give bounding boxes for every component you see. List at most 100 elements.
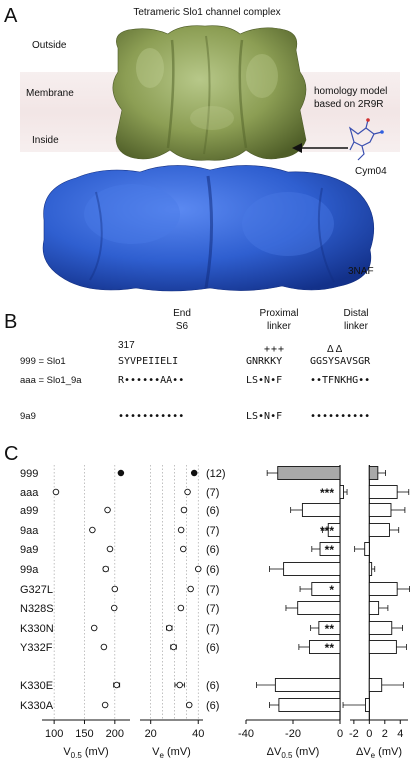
x-tick-label: 0 bbox=[337, 728, 343, 740]
panel-a-letter: A bbox=[4, 5, 18, 27]
x-tick-label: 100 bbox=[45, 728, 63, 740]
data-point bbox=[89, 526, 96, 534]
row-label-9a9: 9a9 bbox=[20, 411, 36, 422]
sample-count: (7) bbox=[206, 525, 219, 537]
seq-aaa-s6: R••••••AA•• bbox=[118, 375, 184, 386]
data-point bbox=[190, 469, 198, 477]
x-tick-label: 40 bbox=[192, 728, 204, 740]
seq-aaa-distal: ••TFNKHG•• bbox=[310, 375, 370, 386]
bar bbox=[368, 621, 393, 635]
data-point bbox=[187, 585, 194, 593]
row-label-k330a: K330A bbox=[20, 700, 54, 712]
row-label-k330e: K330E bbox=[20, 680, 53, 692]
data-point bbox=[180, 506, 188, 514]
x-tick-label: 200 bbox=[106, 728, 124, 740]
sample-count: (7) bbox=[206, 603, 219, 615]
bar bbox=[278, 698, 341, 712]
label-outside: Outside bbox=[32, 40, 67, 51]
data-point bbox=[111, 585, 119, 593]
data-point bbox=[194, 565, 202, 573]
sample-count: (6) bbox=[206, 564, 219, 576]
seq-999-proximal: GNRKKY bbox=[246, 356, 282, 367]
row-label-9a9: 9a9 bbox=[20, 544, 38, 556]
label-homology-line2: based on 2R9R bbox=[314, 99, 384, 110]
header-distal-line2: linker bbox=[344, 321, 369, 332]
data-point bbox=[113, 681, 120, 689]
sample-count: (6) bbox=[206, 505, 219, 517]
x-tick-label: 4 bbox=[397, 728, 403, 740]
row-label-g327l: G327L bbox=[20, 584, 53, 596]
data-point bbox=[102, 565, 109, 573]
residue-number: 317 bbox=[118, 340, 135, 351]
row-label-y332f: Y332F bbox=[20, 642, 53, 654]
gating-ring-surface bbox=[42, 165, 375, 292]
seq-999-s6: SYVPEIIELI bbox=[118, 356, 178, 367]
bar bbox=[339, 485, 344, 499]
data-point bbox=[101, 701, 109, 709]
label-homology-line1: homology model bbox=[314, 86, 387, 97]
bar bbox=[301, 503, 341, 517]
data-point bbox=[117, 469, 125, 477]
sample-count: (7) bbox=[206, 584, 219, 596]
bar bbox=[274, 678, 341, 692]
x-tick-label: 150 bbox=[75, 728, 93, 740]
sample-count: (6) bbox=[206, 544, 219, 556]
x-tick-label: -20 bbox=[285, 728, 301, 740]
bar bbox=[368, 582, 398, 596]
x-tick-label: 20 bbox=[145, 728, 157, 740]
label-cym04: Cym04 bbox=[355, 166, 387, 177]
row-label-aaa: aaa bbox=[20, 487, 39, 499]
row-label-n328s: N328S bbox=[20, 603, 54, 615]
significance-mark: *** bbox=[320, 486, 334, 500]
seq-999-distal: GGSYSAVSGR bbox=[310, 356, 371, 367]
seq-aaa-proximal: LS•N•F bbox=[246, 375, 282, 386]
row-label-999: 999 bbox=[20, 468, 38, 480]
data-point bbox=[185, 701, 193, 709]
x-axis-label: ΔVe (mV) bbox=[356, 746, 402, 760]
significance-mark: * bbox=[329, 583, 334, 597]
x-tick-label: 0 bbox=[366, 728, 372, 740]
sample-count: (6) bbox=[206, 642, 219, 654]
panel-b: B End S6 Proximal linker Distal linker 3… bbox=[4, 308, 371, 422]
sample-count: (6) bbox=[206, 680, 219, 692]
row-label-9aa: 9aa bbox=[20, 525, 39, 537]
seq-9a9-distal: •••••••••• bbox=[310, 411, 370, 422]
row-label-99a: 99a bbox=[20, 564, 39, 576]
row-label-999: 999 = Slo1 bbox=[20, 356, 66, 367]
header-s6-line1: End bbox=[173, 308, 191, 319]
x-tick-label: 2 bbox=[382, 728, 388, 740]
panel-c: C 999(12)aaa(7)a99(6)9aa(7)9a9(6)99a(6)G… bbox=[4, 443, 410, 760]
row-label-a99: a99 bbox=[20, 505, 38, 517]
data-point bbox=[177, 526, 185, 534]
bar bbox=[365, 698, 370, 712]
bar bbox=[368, 678, 383, 692]
data-point bbox=[90, 624, 98, 632]
sample-count: (12) bbox=[206, 468, 226, 480]
header-proximal-line2: linker bbox=[267, 321, 292, 332]
bar bbox=[368, 601, 380, 615]
header-proximal-line1: Proximal bbox=[260, 308, 299, 319]
x-axis-label: V0.5 (mV) bbox=[63, 746, 108, 760]
significance-mark: ** bbox=[325, 543, 335, 557]
seq-9a9-s6: ••••••••••• bbox=[118, 411, 184, 422]
sample-count: (7) bbox=[206, 623, 219, 635]
x-axis-label: ΔV0.5 (mV) bbox=[267, 746, 320, 760]
arrow-head bbox=[292, 143, 302, 153]
cym04-molecule bbox=[348, 118, 384, 161]
data-point bbox=[110, 604, 118, 612]
bar bbox=[368, 523, 390, 537]
plus-marks: +++ bbox=[264, 344, 285, 355]
data-point bbox=[52, 488, 60, 496]
sample-count: (7) bbox=[206, 487, 219, 499]
bar bbox=[311, 582, 341, 596]
delta-marks: ΔΔ bbox=[327, 344, 344, 355]
bar bbox=[277, 466, 341, 480]
data-point bbox=[104, 506, 111, 514]
x-tick-label: -40 bbox=[238, 728, 254, 740]
label-inside: Inside bbox=[32, 135, 59, 146]
sample-count: (6) bbox=[206, 700, 219, 712]
panel-b-letter: B bbox=[4, 311, 17, 333]
row-label-aaa: aaa = Slo1_9a bbox=[20, 375, 82, 386]
